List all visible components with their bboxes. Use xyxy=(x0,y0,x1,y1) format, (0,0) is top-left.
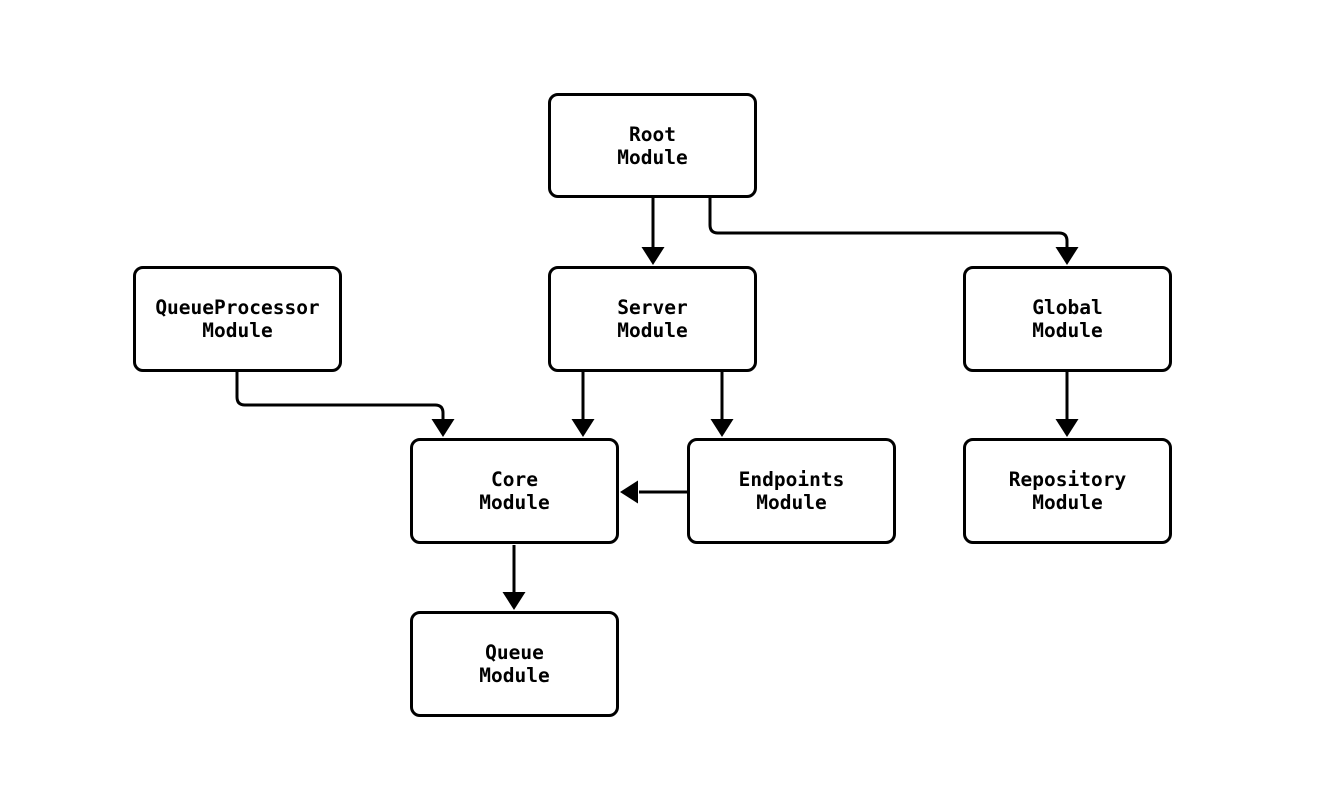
node-repository-module: Repository Module xyxy=(963,438,1172,544)
arrowhead-root-module-to-global-module xyxy=(1055,247,1079,265)
node-queue-module: Queue Module xyxy=(410,611,619,717)
arrowhead-server-module-to-core-module xyxy=(571,419,595,437)
arrowhead-root-module-to-server-module xyxy=(641,247,665,265)
arrowhead-core-module-to-queue-module xyxy=(502,592,526,610)
node-endpoints-module: Endpoints Module xyxy=(687,438,896,544)
arrowhead-global-module-to-repository-module xyxy=(1055,419,1079,437)
edge-queueprocessor-module-to-core-module xyxy=(235,372,445,420)
arrowhead-server-module-to-endpoints-module xyxy=(710,419,734,437)
arrowhead-queueprocessor-module-to-core-module xyxy=(431,419,455,437)
edge-root-module-to-global-module xyxy=(708,198,1069,248)
node-server-module: Server Module xyxy=(548,266,757,372)
node-global-module: Global Module xyxy=(963,266,1172,372)
arrowhead-endpoints-module-to-core-module xyxy=(620,480,638,504)
node-core-module: Core Module xyxy=(410,438,619,544)
node-queueprocessor-module: QueueProcessor Module xyxy=(133,266,342,372)
node-root-module: Root Module xyxy=(548,93,757,198)
